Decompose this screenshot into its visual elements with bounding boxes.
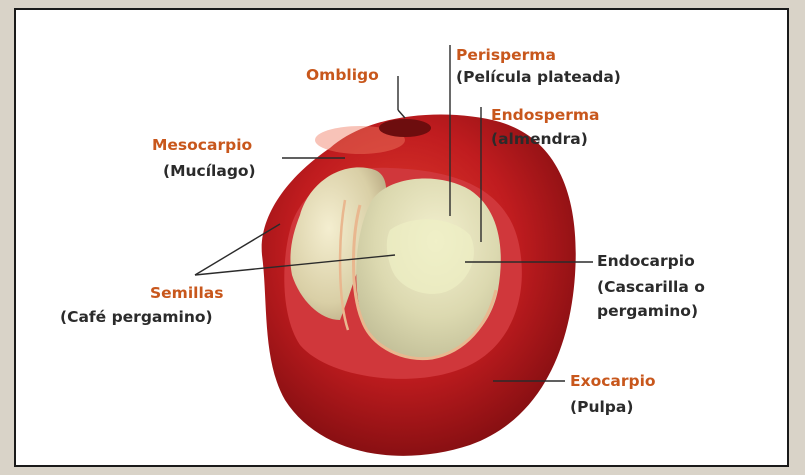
label-mesocarpio: Mesocarpio: [152, 134, 252, 156]
label-perisperma-sub: (Película plateada): [456, 66, 621, 88]
label-mesocarpio-sub: (Mucílago): [163, 160, 256, 182]
label-ombligo: Ombligo: [306, 64, 379, 86]
label-endocarpio-sub2: pergamino): [597, 300, 698, 322]
label-endosperma: Endosperma: [491, 104, 599, 126]
label-exocarpio-sub: (Pulpa): [570, 396, 633, 418]
label-endocarpio: Endocarpio: [597, 250, 695, 272]
label-exocarpio: Exocarpio: [570, 370, 656, 392]
navel-shape: [379, 119, 431, 137]
label-endocarpio-sub1: (Cascarilla o: [597, 276, 705, 298]
label-semillas-sub: (Café pergamino): [60, 306, 213, 328]
label-perisperma: Perisperma: [456, 44, 556, 66]
label-semillas: Semillas: [150, 282, 223, 304]
label-endosperma-sub: (almendra): [491, 128, 588, 150]
